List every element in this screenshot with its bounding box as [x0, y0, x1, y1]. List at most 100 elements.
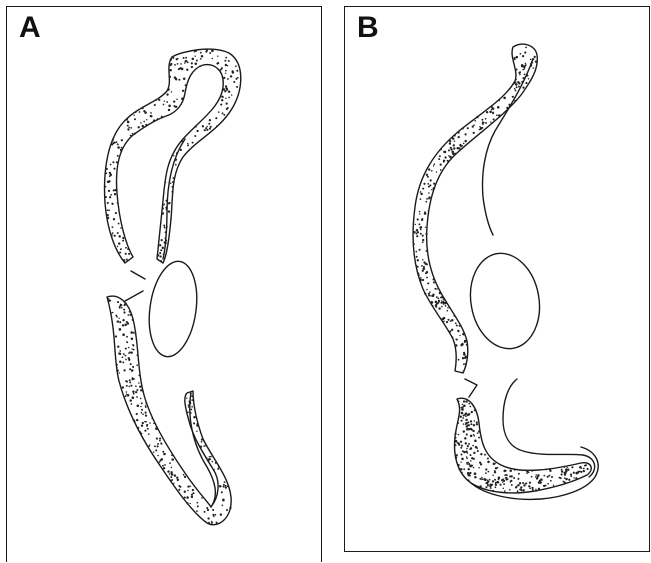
stipple-dot [205, 48, 207, 50]
stipple-dot [420, 277, 421, 278]
stipple-dot [515, 83, 518, 86]
stipple-dot [107, 210, 109, 212]
stipple-dot [138, 375, 140, 377]
stipple-dot [485, 486, 487, 488]
stipple-dot [466, 433, 468, 435]
stipple-dot [150, 115, 152, 117]
stipple-dot [536, 477, 538, 479]
stipple-dot [471, 411, 473, 413]
stipple-dot [126, 119, 128, 121]
stipple-dot [212, 461, 214, 463]
stipple-dot [428, 294, 430, 296]
stipple-dot [164, 464, 166, 466]
stipple-dot [125, 395, 127, 397]
figure-a-svg [7, 7, 323, 563]
stipple-dot [163, 254, 165, 256]
stipple-dot [153, 120, 155, 122]
stipple-dot [132, 332, 134, 334]
stipple-dot [162, 465, 164, 467]
stipple-dot [169, 69, 171, 71]
stipple-dot [144, 421, 146, 423]
stipple-dot [185, 57, 187, 59]
stipple-dot [486, 111, 488, 113]
stipple-dot [538, 488, 540, 490]
stipple-dot [417, 272, 419, 274]
stipple-dot [178, 485, 180, 487]
stipple-dot [125, 380, 127, 382]
stipple-dot [485, 468, 487, 470]
stipple-dot [194, 135, 196, 137]
stipple-dot [200, 52, 202, 54]
stipple-dot [455, 440, 458, 443]
stipple-dot [111, 203, 113, 205]
stipple-dot [519, 71, 520, 72]
stipple-dot [174, 64, 176, 66]
stipple-dot [157, 455, 159, 457]
stipple-dot [503, 483, 505, 485]
stipple-dot [231, 94, 232, 95]
stipple-dot [567, 467, 568, 468]
stipple-dot [161, 116, 163, 118]
stipple-dot [218, 111, 220, 113]
stipple-dot [463, 370, 465, 372]
stipple-dot [187, 143, 188, 144]
stipple-dot [440, 148, 442, 150]
stipple-dot [228, 60, 230, 62]
stipple-dot [110, 234, 112, 236]
stipple-dot [522, 69, 524, 71]
stipple-dot [124, 324, 127, 327]
stipple-dot [428, 192, 430, 194]
stipple-dot [211, 50, 214, 53]
stipple-dot [133, 349, 135, 351]
stipple-dot [170, 479, 172, 481]
stipple-dot [463, 451, 465, 453]
stipple-dot [516, 486, 518, 488]
stipple-dot [468, 413, 471, 416]
stipple-dot [119, 321, 121, 323]
stipple-dot [443, 298, 446, 301]
stipple-dot [417, 231, 419, 233]
stipple-dot [433, 187, 436, 190]
stipple-dot [165, 240, 167, 242]
stipple-dot [220, 104, 222, 106]
stipple-dot [525, 63, 527, 65]
stipple-dot [126, 385, 128, 387]
stipple-dot [175, 78, 177, 80]
stipple-dot [535, 488, 536, 489]
stipple-dot [467, 445, 469, 447]
stipple-dot [487, 480, 489, 482]
stipple-dot [474, 472, 477, 475]
stipple-dot [461, 407, 463, 409]
stipple-dot [144, 440, 146, 442]
stipple-dot [115, 132, 117, 134]
stipple-dot [441, 300, 442, 301]
stipple-dot [535, 476, 537, 478]
stipple-dot [186, 496, 189, 499]
stipple-dot [126, 259, 128, 261]
stipple-dot [164, 237, 166, 239]
stipple-dot [455, 457, 457, 459]
stipple-dot [462, 128, 464, 130]
stipple-dot [112, 161, 114, 163]
stipple-dot [419, 249, 421, 251]
stipple-dot [550, 480, 552, 482]
stipple-dot [155, 449, 157, 451]
stipple-dot [159, 461, 161, 463]
panel-a: A [6, 6, 322, 562]
stipple-dot [183, 57, 185, 59]
stipple-dot [173, 105, 175, 107]
stipple-dot [123, 311, 125, 313]
stipple-dot [427, 183, 429, 185]
stipple-dot [226, 88, 228, 90]
stipple-dot [458, 136, 460, 138]
stipple-dot [136, 354, 138, 356]
stipple-dot [159, 438, 161, 440]
stipple-dot [121, 139, 123, 141]
stipple-dot [116, 316, 118, 318]
stipple-dot [225, 64, 227, 66]
stipple-dot [461, 454, 463, 456]
stipple-dot [177, 63, 179, 65]
stipple-dot [467, 127, 469, 129]
oval-structure-a [144, 258, 203, 359]
stipple-dot [468, 462, 470, 464]
